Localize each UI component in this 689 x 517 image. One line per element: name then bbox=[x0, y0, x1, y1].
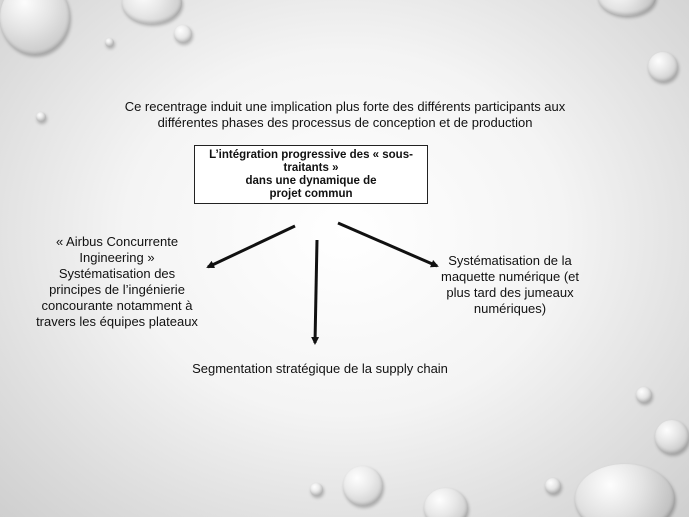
water-drop-decoration bbox=[648, 52, 678, 82]
central-box-line: traitants » bbox=[283, 162, 339, 174]
water-drop-decoration bbox=[655, 420, 689, 454]
arrow-down bbox=[311, 239, 320, 345]
arrow-left bbox=[206, 224, 296, 269]
central-box-line: dans une dynamique de bbox=[245, 175, 377, 187]
central-box-line: projet commun bbox=[269, 188, 353, 200]
water-drop-decoration bbox=[105, 38, 114, 47]
water-drop-decoration bbox=[636, 387, 652, 403]
water-drop-decoration bbox=[310, 483, 323, 496]
water-drop-decoration bbox=[545, 478, 561, 494]
water-drop-decoration bbox=[36, 112, 46, 122]
water-drop-decoration bbox=[575, 464, 675, 517]
water-drop-decoration bbox=[598, 0, 656, 16]
water-drop-decoration bbox=[343, 466, 383, 506]
water-drop-decoration bbox=[424, 488, 468, 517]
left-branch-text: « Airbus Concurrente Ingineering » Systé… bbox=[36, 234, 198, 329]
bottom-branch-text: Segmentation stratégique de la supply ch… bbox=[192, 361, 448, 376]
central-box-line: L’intégration progressive des « sous- bbox=[209, 149, 413, 161]
water-drop-decoration bbox=[174, 25, 192, 43]
intro-text: Ce recentrage induit une implication plu… bbox=[124, 99, 566, 130]
central-concept-box: L’intégration progressive des « sous- tr… bbox=[194, 145, 428, 204]
arrow-right bbox=[337, 221, 439, 268]
right-branch-text: Systématisation de la maquette numérique… bbox=[440, 253, 580, 316]
